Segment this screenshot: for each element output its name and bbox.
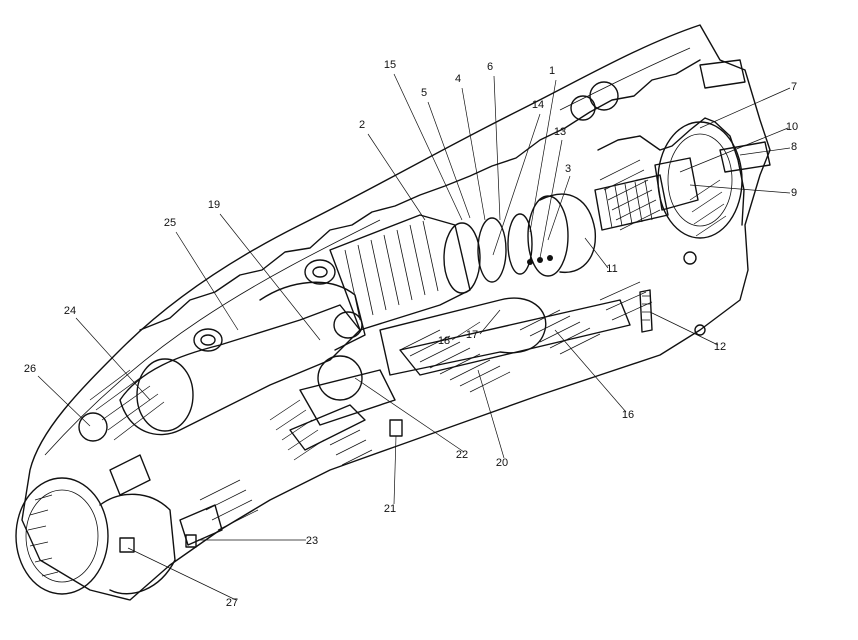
housing-outline — [21, 24, 771, 601]
section-hatching — [89, 159, 727, 531]
gear-body — [329, 193, 596, 331]
leader-line-20 — [477, 369, 505, 459]
leader-line-4 — [461, 87, 486, 221]
callout-4: 4 — [455, 73, 461, 85]
leader-line-14 — [492, 113, 541, 256]
leader-line-24 — [75, 317, 151, 401]
callout-13: 13 — [554, 126, 566, 138]
leader-line-9 — [689, 184, 791, 194]
callout-12: 12 — [714, 341, 726, 353]
callout-6: 6 — [487, 61, 493, 73]
leader-line-25 — [175, 231, 239, 331]
callout-26: 26 — [24, 363, 36, 375]
leader-line-5 — [427, 101, 471, 219]
leader-line-19 — [219, 213, 321, 341]
callout-14: 14 — [532, 99, 544, 111]
shaft-assembly — [119, 259, 366, 436]
leader-line-13 — [539, 139, 563, 259]
callout-labels: 1234567891011121314151617181920212223242… — [24, 59, 798, 609]
callout-27: 27 — [226, 597, 238, 609]
front-fasteners — [78, 412, 223, 553]
leader-line-17 — [479, 309, 501, 335]
leader-line-12 — [649, 311, 719, 346]
leader-line-10 — [679, 127, 789, 173]
leader-line-11 — [584, 237, 609, 269]
leader-line-21 — [393, 435, 397, 505]
callout-3: 3 — [565, 163, 571, 175]
callout-20: 20 — [496, 457, 508, 469]
leader-line-2 — [367, 133, 426, 221]
leader-line-16 — [554, 329, 627, 413]
callout-18: 18 — [438, 335, 450, 347]
callout-17: 17 — [466, 329, 478, 341]
callout-10: 10 — [786, 121, 798, 133]
leader-line-27 — [127, 547, 237, 601]
leader-line-22 — [354, 377, 465, 453]
callout-8: 8 — [791, 141, 797, 153]
callout-11: 11 — [606, 263, 617, 275]
callout-16: 16 — [622, 409, 634, 421]
callout-1: 1 — [549, 65, 555, 77]
leader-line-8 — [739, 147, 791, 156]
end-cap — [570, 59, 771, 336]
callout-21: 21 — [384, 503, 396, 515]
callout-15: 15 — [384, 59, 396, 71]
leader-line-15 — [393, 73, 463, 221]
leader-line-18 — [451, 321, 481, 341]
leader-line-26 — [37, 375, 91, 427]
callout-23: 23 — [306, 535, 318, 547]
callout-leaders — [37, 73, 791, 601]
leader-line-6 — [493, 75, 501, 221]
callout-25: 25 — [164, 217, 176, 229]
callout-7: 7 — [791, 81, 797, 93]
front-bore — [15, 477, 176, 595]
leader-line-1 — [529, 79, 557, 233]
callout-5: 5 — [421, 87, 427, 99]
callout-24: 24 — [64, 305, 76, 317]
leader-line-7 — [699, 87, 791, 129]
callout-22: 22 — [456, 449, 468, 461]
lower-piston — [289, 289, 653, 451]
leader-line-3 — [547, 175, 571, 241]
callout-9: 9 — [791, 187, 797, 199]
callout-2: 2 — [359, 119, 365, 131]
callout-19: 19 — [208, 199, 220, 211]
